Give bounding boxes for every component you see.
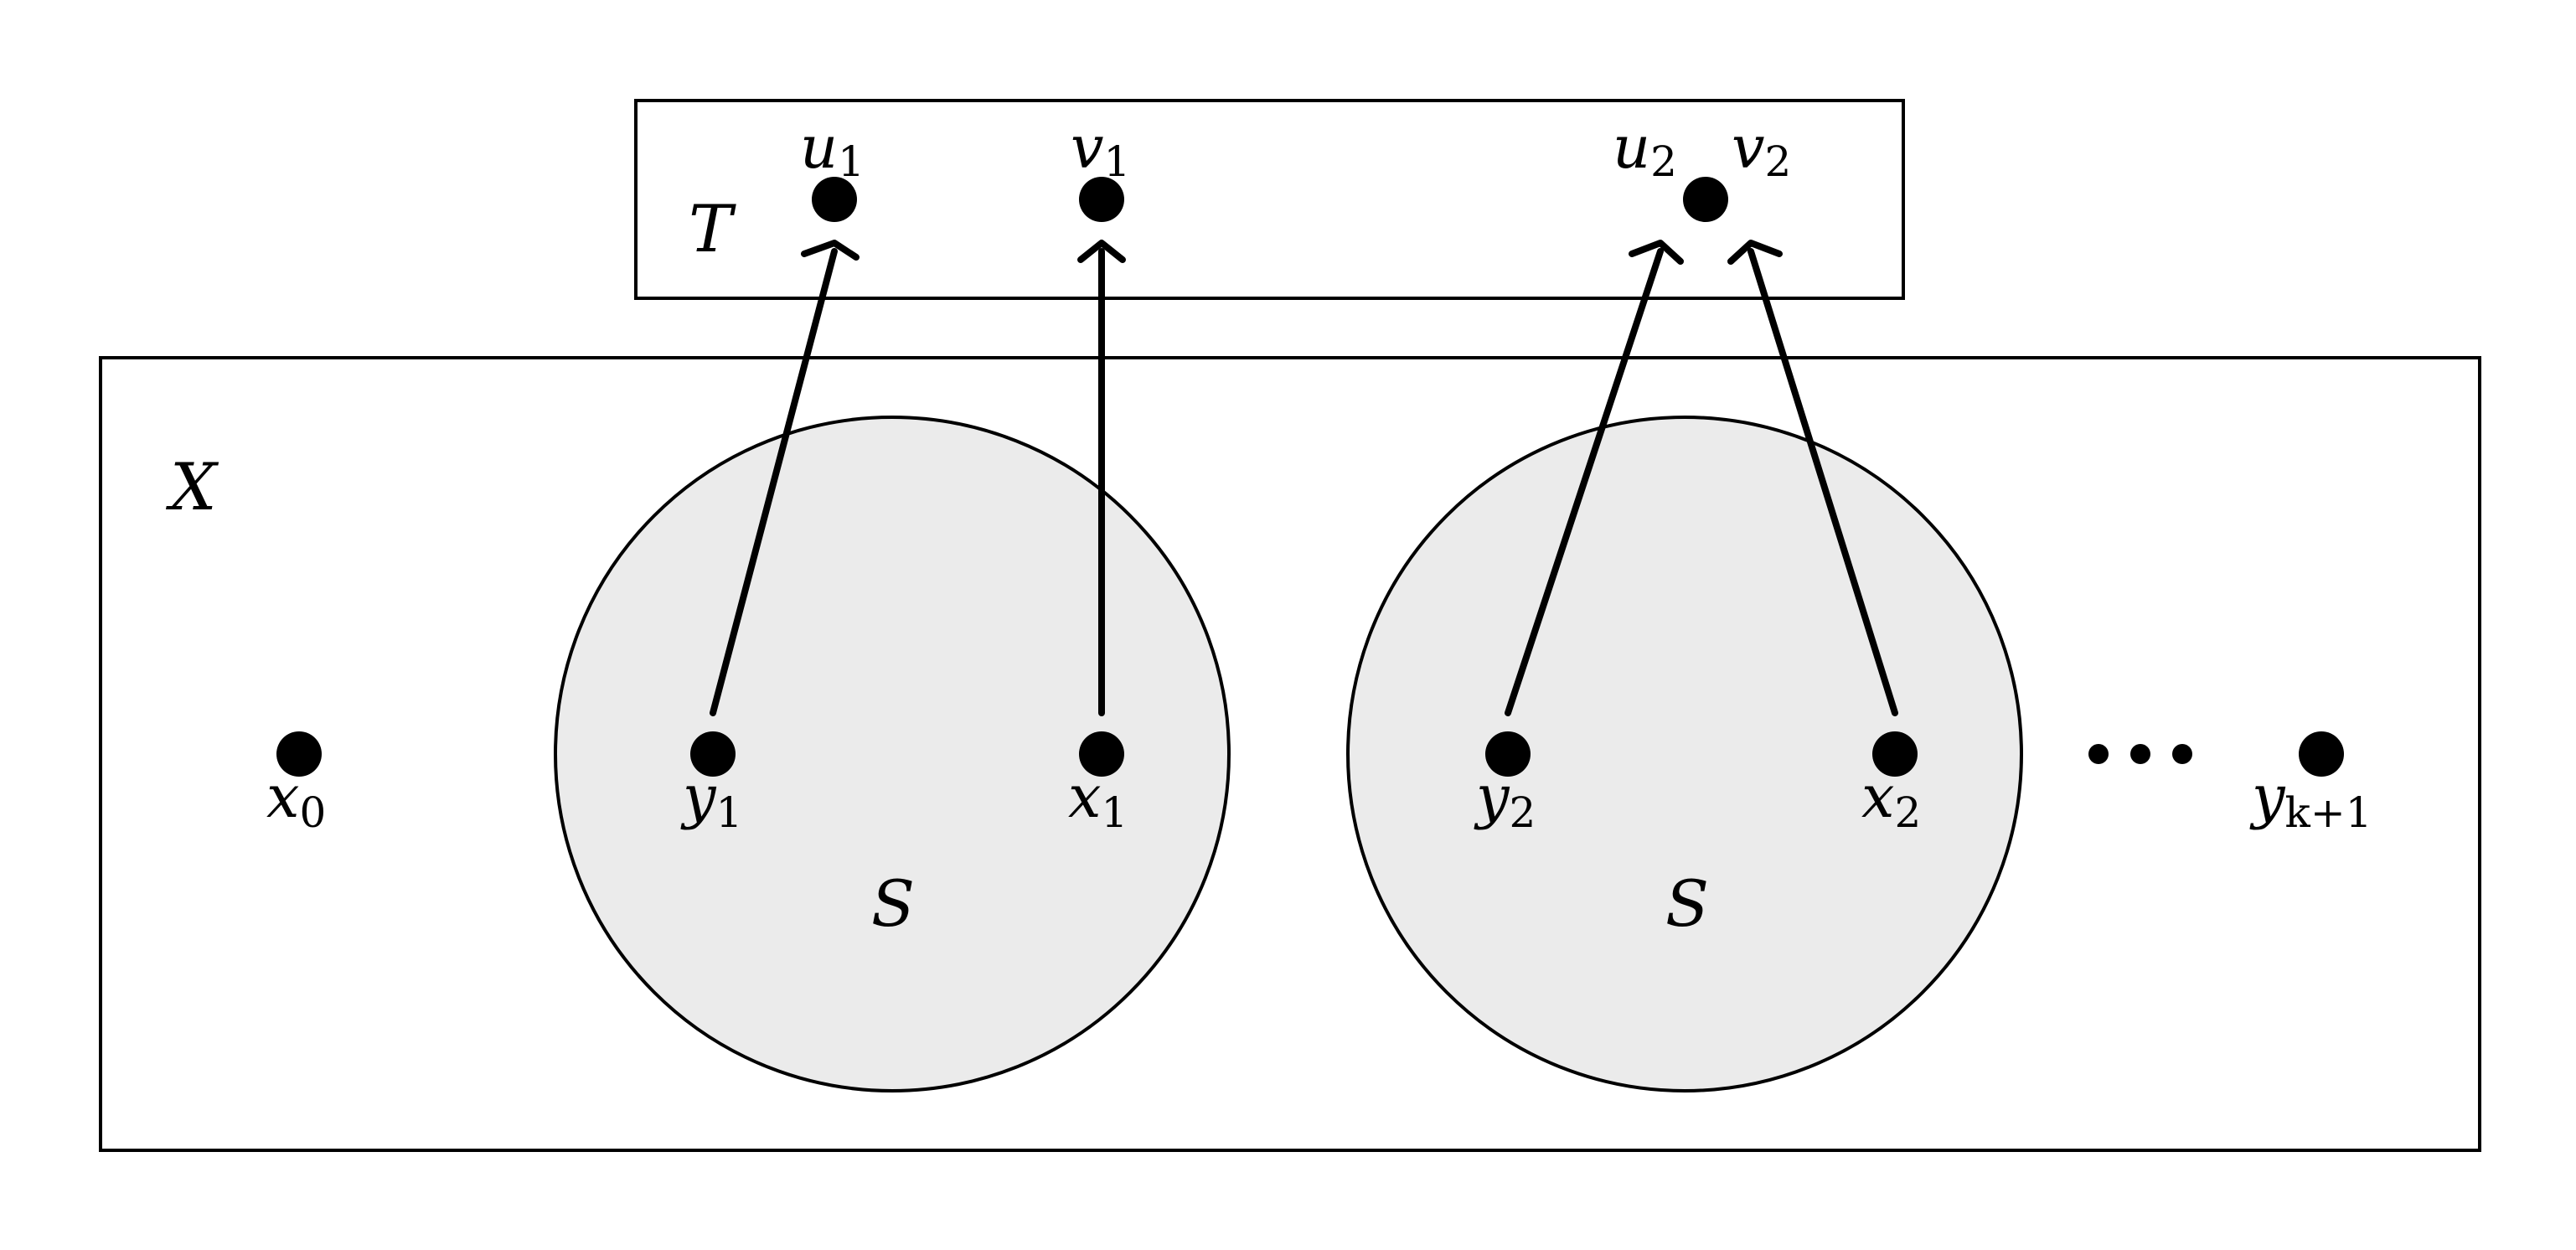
ellipsis-dot-2 (2130, 744, 2150, 764)
arrowhead-v1 (1077, 240, 1126, 263)
arrowhead-u2 (1629, 240, 1684, 265)
region-X-label: X (165, 450, 219, 525)
edges (710, 240, 1898, 716)
set-S-1-label: S (871, 866, 915, 941)
node-yk1 (2299, 731, 2344, 777)
label-u1: u1 (800, 113, 865, 186)
arrowhead-v2 (1727, 240, 1783, 265)
node-v1 (1079, 177, 1124, 222)
node-u1 (812, 177, 857, 222)
label-y2: y2 (1474, 762, 1536, 837)
node-u2-v2 (1683, 177, 1728, 222)
node-x0 (276, 731, 322, 777)
set-S-1 (554, 416, 1231, 1092)
label-v1: v1 (1071, 113, 1130, 186)
arrowhead-u1 (801, 240, 860, 261)
edge-y1-u1 (710, 248, 838, 716)
node-y2 (1485, 731, 1531, 777)
ellipsis-dot-1 (2088, 744, 2109, 764)
set-S-2 (1346, 416, 2023, 1092)
label-x1: x1 (1068, 762, 1128, 837)
edge-x2-v2 (1747, 248, 1898, 716)
node-x2 (1872, 731, 1918, 777)
label-x2: x2 (1861, 762, 1921, 837)
label-v2: v2 (1732, 113, 1791, 186)
ellipsis (2088, 744, 2192, 764)
node-x1 (1079, 731, 1124, 777)
edge-y2-u2 (1505, 248, 1664, 716)
region-X-box (99, 356, 2481, 1152)
region-T-label: T (689, 192, 736, 267)
region-T-box (634, 99, 1905, 300)
label-yk1: yk+1 (2249, 762, 2372, 837)
set-S-2-label: S (1665, 866, 1709, 941)
label-y1: y1 (680, 762, 742, 837)
node-y1 (690, 731, 736, 777)
label-u2: u2 (1613, 113, 1677, 186)
label-x0: x0 (266, 762, 326, 837)
ellipsis-dot-3 (2172, 744, 2192, 764)
